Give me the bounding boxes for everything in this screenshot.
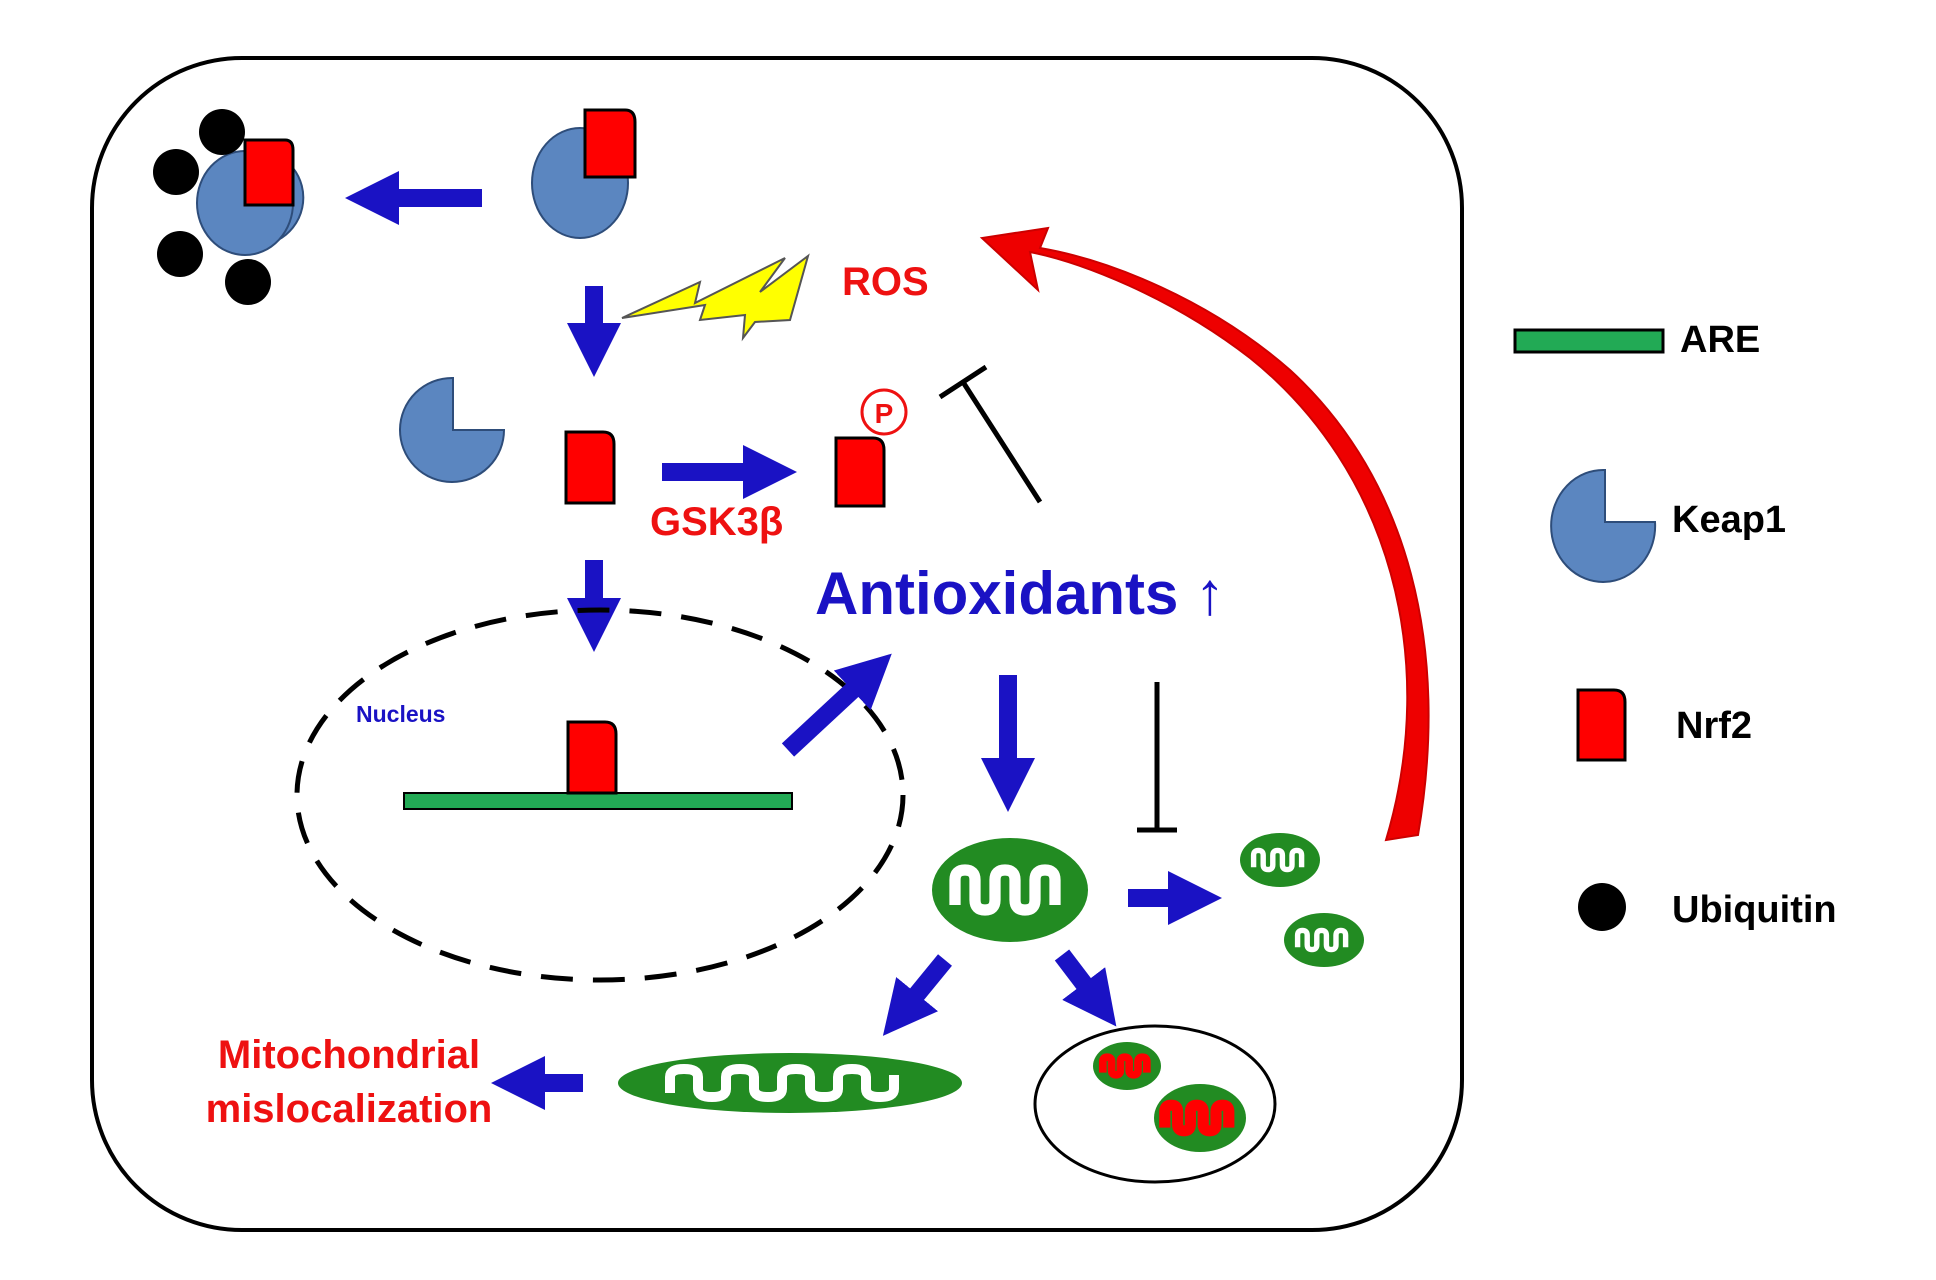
arrow-transcription: [781, 653, 892, 757]
legend-keap1-label: Keap1: [1672, 499, 1786, 541]
mislocalization-label-line1: Mitochondrial: [218, 1033, 480, 1077]
legend-are-symbol: [1513, 328, 1665, 354]
nrf2-free-icon: [564, 430, 616, 505]
mitochondrion-icon: [932, 838, 1088, 942]
nrf2-bound-icon: [566, 720, 618, 795]
elongated-mitochondrion-icon: [618, 1053, 962, 1113]
autophagosome: [1033, 1024, 1277, 1184]
antioxidants-label: Antioxidants ↑: [815, 560, 1225, 627]
lightning-bolt-icon: [621, 253, 810, 342]
nrf2-icon: [243, 138, 295, 207]
keap1-free-icon: [399, 376, 506, 483]
nrf2-icon: [583, 108, 637, 179]
ubiquitin-icon: [225, 259, 271, 305]
legend-keap1-icon: [1550, 468, 1657, 583]
legend-are-label: ARE: [1680, 319, 1760, 361]
mislocalization-label-line2: mislocalization: [206, 1087, 493, 1131]
damaged-mitochondrion-icon: [1154, 1084, 1246, 1152]
inhibition-ros: [938, 364, 1043, 504]
fragmented-mitochondrion-icon: [1284, 913, 1364, 967]
arrow-to-mitophagy: [1054, 949, 1117, 1027]
keap1-nrf2-complex: [531, 108, 637, 239]
ros-feedback-arrow: [979, 226, 1430, 842]
ubiquitin-icon: [199, 109, 245, 155]
nucleus-membrane: [294, 607, 906, 983]
ubiquitinated-keap1-nrf2-complex: [153, 109, 305, 305]
legend-nrf2-icon: [1576, 688, 1627, 762]
nucleus-label: Nucleus: [356, 701, 445, 727]
phospho-label: P: [875, 398, 894, 429]
ubiquitin-icon: [153, 149, 199, 195]
damaged-mitochondrion-icon: [1093, 1042, 1161, 1090]
fragmented-mitochondrion-icon: [1240, 833, 1320, 887]
nrf2-phosphorylated-icon: [834, 436, 886, 508]
legend-nrf2-label: Nrf2: [1676, 705, 1752, 747]
arrow-to-elongated-mito: [882, 954, 952, 1036]
gsk3b-label: GSK3β: [650, 500, 783, 544]
ubiquitin-icon: [157, 231, 203, 277]
legend-ubiquitin-icon: [1578, 883, 1626, 931]
legend: ARE Keap1 Nrf2 Ubiquitin: [1513, 319, 1837, 931]
inhibition-fission: [1137, 682, 1177, 833]
legend-ubiquitin-label: Ubiquitin: [1672, 889, 1837, 931]
are-element: [403, 792, 793, 810]
ros-label: ROS: [842, 260, 929, 304]
phospho-icon: [860, 388, 908, 436]
cell-boundary: [90, 56, 1464, 1232]
